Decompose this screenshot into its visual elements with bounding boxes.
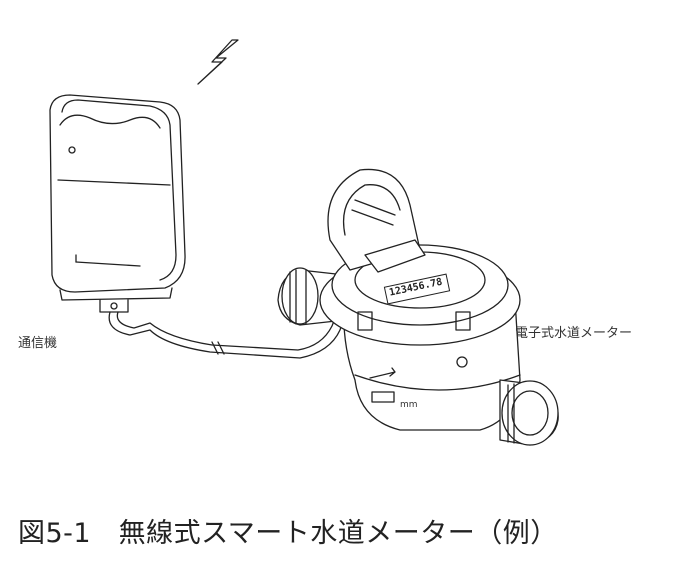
water-meter xyxy=(277,168,559,446)
communicator-label: 通信機 xyxy=(18,336,58,351)
meter-label: 電子式水道メーター xyxy=(515,326,633,341)
communicator-device xyxy=(49,94,186,313)
meter-unit: mm xyxy=(400,400,418,410)
figure-caption: 図5-1 無線式スマート水道メーター（例） xyxy=(18,518,558,549)
wireless-signal-icon xyxy=(197,39,239,85)
